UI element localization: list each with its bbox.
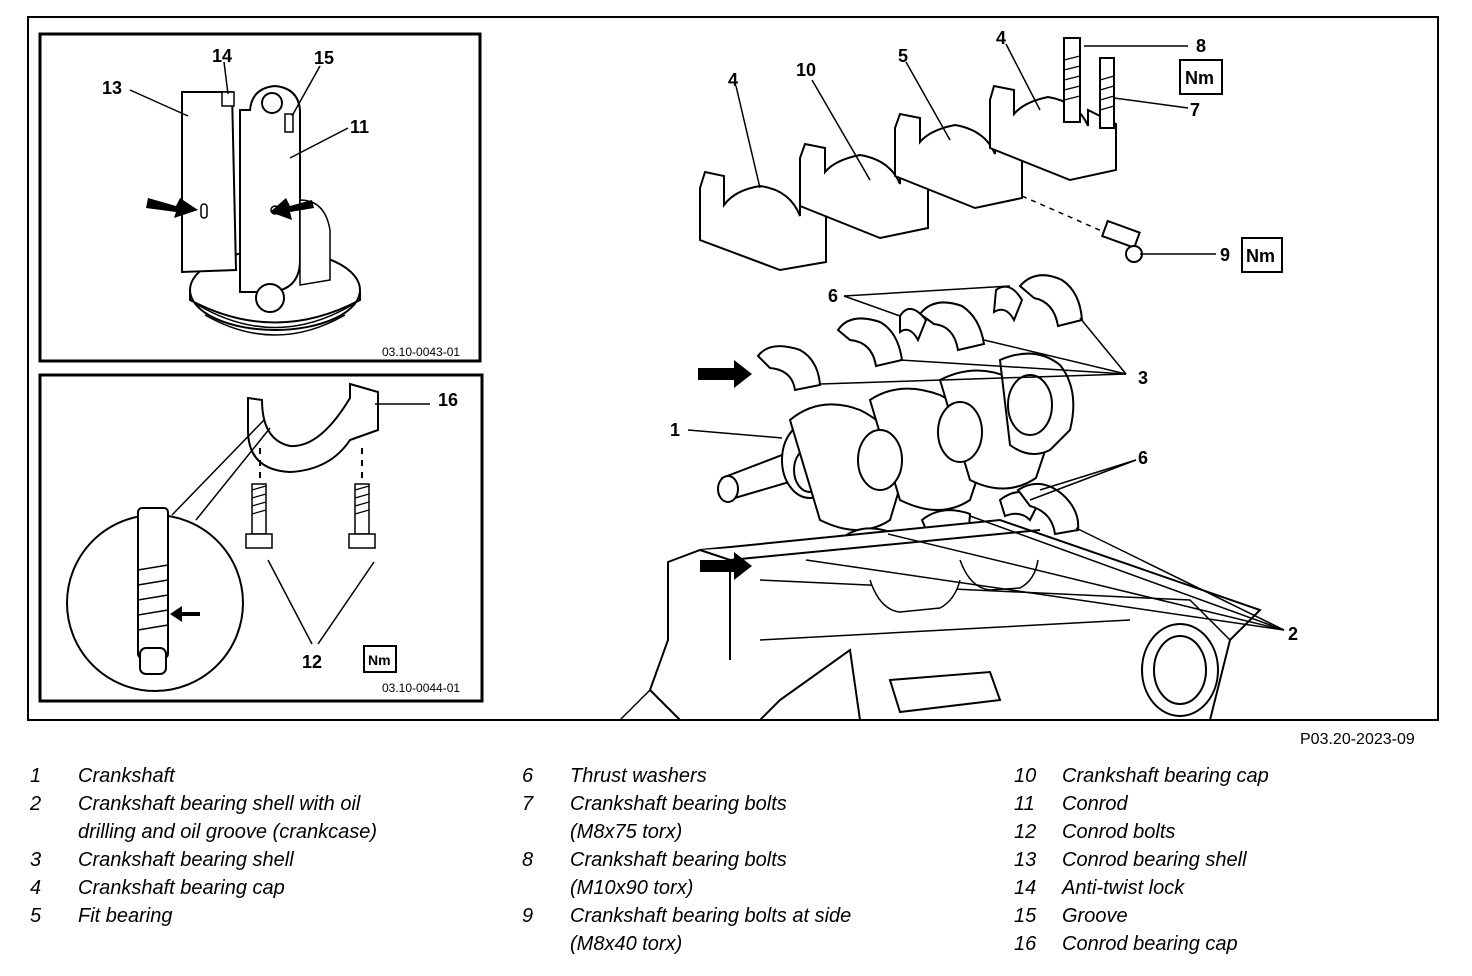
legend-text: Crankshaft [78,765,175,787]
callout-6a: 6 [828,286,838,306]
torque-box-side-bolts [1241,237,1283,273]
legend-text: Crankshaft bearing bolts [570,849,787,871]
legend-item: 10 Crankshaft bearing cap [1014,762,1269,790]
legend-number: 7 [522,793,534,815]
legend-item: (M8x75 torx) [522,818,851,846]
torque-symbol-side-bolts: Nm [1246,246,1275,266]
legend-text: Crankshaft bearing shell with oil [78,793,361,815]
legend-number: 8 [522,849,534,871]
legend-number: 14 [1014,877,1037,899]
legend-number: 13 [1014,849,1037,871]
callout-9: 9 [1220,245,1230,265]
legend-text: Conrod [1062,793,1128,815]
legend-text: Fit bearing [78,905,173,927]
legend-number: 4 [30,877,42,899]
legend-item: 1 Crankshaft [30,762,377,790]
legend-item: 13 Conrod bearing shell [1014,846,1269,874]
legend-text: Conrod bearing shell [1062,849,1247,871]
callout-10: 10 [796,60,816,80]
legend-item: 16 Conrod bearing cap [1014,930,1269,958]
callout-8: 8 [1196,36,1206,56]
bearing-shells-upper [756,274,1084,392]
legend-text: drilling and oil groove (crankcase) [78,821,378,843]
figure-code: P03.20-2023-09 [1300,731,1415,748]
legend-item: (M10x90 torx) [522,874,851,902]
main-exploded-view [619,37,1262,721]
legend-item: drilling and oil groove (crankcase) [30,818,377,846]
legend-number: 3 [30,849,42,871]
legend-item: 7 Crankshaft bearing bolts [522,790,851,818]
callout-6b: 6 [1138,448,1148,468]
crankcase [619,518,1262,721]
legend-number: 5 [30,905,42,927]
legend-number [522,874,570,902]
legend-text: Crankshaft bearing bolts [570,793,787,815]
legend-number: 11 [1014,793,1035,815]
torque-symbol-bolts: Nm [1185,68,1214,88]
legend-number [522,818,570,846]
legend-item: 2 Crankshaft bearing shell with oil [30,790,377,818]
legend-text: Crankshaft bearing shell [78,849,294,871]
callout-13: 13 [102,78,122,98]
legend-number [30,818,78,846]
inset-top-code: 03.10-0043-01 [382,345,460,359]
legend-item: 8 Crankshaft bearing bolts [522,846,851,874]
callout-4a: 4 [728,70,738,90]
callout-3: 3 [1138,368,1148,388]
legend-text: Groove [1062,905,1128,927]
legend-column-1: 1 Crankshaft 2 Crankshaft bearing shell wit… [30,762,377,930]
bearing-cap-group [699,84,1117,272]
legend-number: 12 [1014,821,1037,843]
legend-item: (M8x40 torx) [522,930,851,958]
legend-number: 16 [1014,933,1037,955]
legend-item: 6 Thrust washers [522,762,851,790]
callout-5: 5 [898,46,908,66]
legend-number: 10 [1014,765,1037,787]
legend-item: 11 Conrod [1014,790,1269,818]
callout-12: 12 [302,652,322,672]
legend-item: 5 Fit bearing [30,902,377,930]
callout-4b: 4 [996,28,1006,48]
legend-item: 14 Anti-twist lock [1014,874,1269,902]
legend-number: 9 [522,905,534,927]
legend-item: 3 Crankshaft bearing shell [30,846,377,874]
inset-conrod-bolts: Nm 16 12 03.10-0044-01 [38,373,484,703]
legend-number: 1 [30,765,42,787]
callout-7: 7 [1190,100,1200,120]
legend-item: 12 Conrod bolts [1014,818,1269,846]
callout-1: 1 [670,420,680,440]
legend-text: Crankshaft bearing bolts at side [570,905,852,927]
legend-text: (M8x75 torx) [570,821,683,843]
legend-text: Conrod bolts [1062,821,1176,843]
leader-lines [687,43,1285,631]
legend-item: 9 Crankshaft bearing bolts at side [522,902,851,930]
legend-item: 15 Groove [1014,902,1269,930]
legend-number: 2 [30,793,42,815]
legend-text: Anti-twist lock [1062,877,1185,899]
legend-number: 15 [1014,905,1037,927]
legend-number: 6 [522,765,534,787]
callout-16: 16 [438,390,458,410]
legend-text: Crankshaft bearing cap [78,877,285,899]
crankshaft [717,352,1075,531]
inset-conrod: 13 14 15 11 03.10-0043-01 [38,32,482,363]
legend-text: (M10x90 torx) [570,877,694,899]
callout-2: 2 [1288,624,1298,644]
legend-item: 4 Crankshaft bearing cap [30,874,377,902]
legend-text: Thrust washers [570,765,707,787]
exploded-view-diagram: 13 14 15 11 03.10-0043-01 [27,16,1439,721]
torque-box-small [363,645,397,673]
legend-text: (M8x40 torx) [570,933,683,955]
callout-14: 14 [212,46,232,66]
callout-15: 15 [314,48,334,68]
callout-11: 11 [350,117,369,137]
inset-bottom-code: 03.10-0044-01 [382,681,460,695]
torque-symbol-small: Nm [368,652,391,668]
legend-text: Crankshaft bearing cap [1062,765,1269,787]
torque-box-bolts [1179,59,1223,95]
legend-text: Conrod bearing cap [1062,933,1238,955]
legend-number [522,930,570,958]
